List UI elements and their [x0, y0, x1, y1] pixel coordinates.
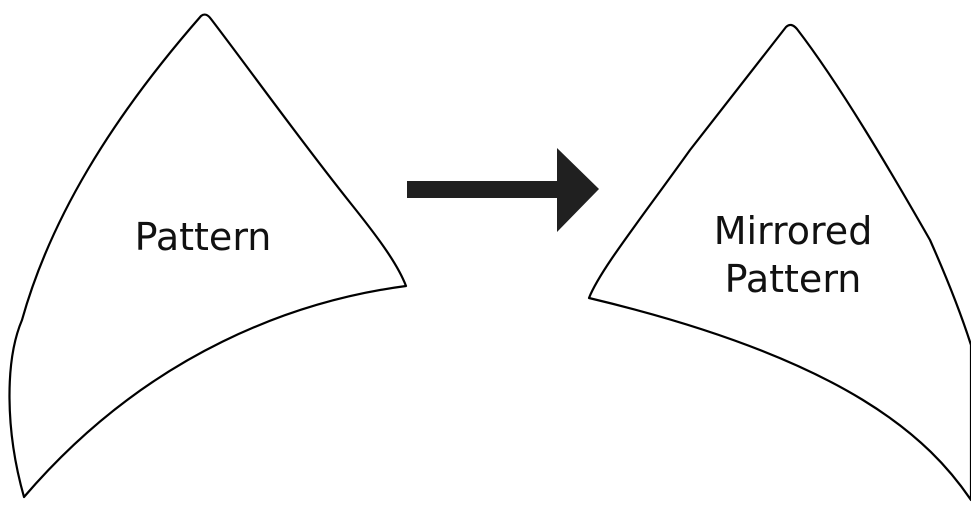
mirrored-pattern-label-line2: Pattern	[725, 257, 862, 301]
mirrored-pattern-shape	[587, 23, 971, 502]
mirrored-pattern-label-line1: Mirrored	[714, 209, 873, 253]
right-arrow-icon	[407, 148, 599, 232]
original-pattern-shape	[8, 13, 408, 499]
pattern-label: Pattern	[135, 215, 272, 259]
arrow-head	[557, 148, 599, 232]
arrow-shaft	[407, 181, 560, 198]
